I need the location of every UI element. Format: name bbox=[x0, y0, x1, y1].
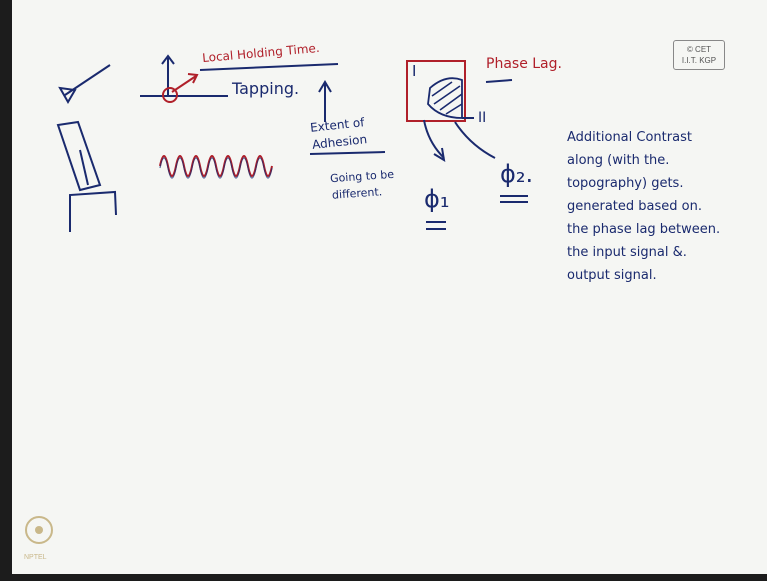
note-line: along (with the. bbox=[567, 153, 669, 168]
output-label: II bbox=[478, 110, 486, 126]
phi2-label: ϕ₂. bbox=[500, 160, 533, 188]
input-label: I bbox=[412, 62, 416, 80]
copyright-stamp: © CET I.I.T. KGP bbox=[673, 40, 725, 70]
stamp-line-1: © CET bbox=[674, 44, 724, 55]
nptel-logo-text: NPTEL bbox=[24, 554, 47, 561]
note-line: the input signal &. bbox=[567, 245, 687, 260]
phi1-label: ϕ₁ bbox=[424, 185, 449, 213]
nptel-logo: NPTEL bbox=[24, 510, 54, 568]
note-line: topography) gets. bbox=[567, 176, 683, 191]
probe-sketch bbox=[58, 122, 116, 232]
note-line: Additional Contrast bbox=[567, 130, 692, 145]
note-line: output signal. bbox=[567, 268, 657, 283]
stamp-line-2: I.I.T. KGP bbox=[674, 55, 724, 66]
extent-arrow bbox=[319, 82, 331, 122]
tapping-label: Tapping. bbox=[232, 79, 299, 98]
note-line: the phase lag between. bbox=[567, 222, 720, 237]
phase-lag-title: Phase Lag. bbox=[486, 56, 562, 72]
note-line: generated based on. bbox=[567, 199, 702, 214]
cantilever-tip-sketch bbox=[60, 65, 110, 102]
